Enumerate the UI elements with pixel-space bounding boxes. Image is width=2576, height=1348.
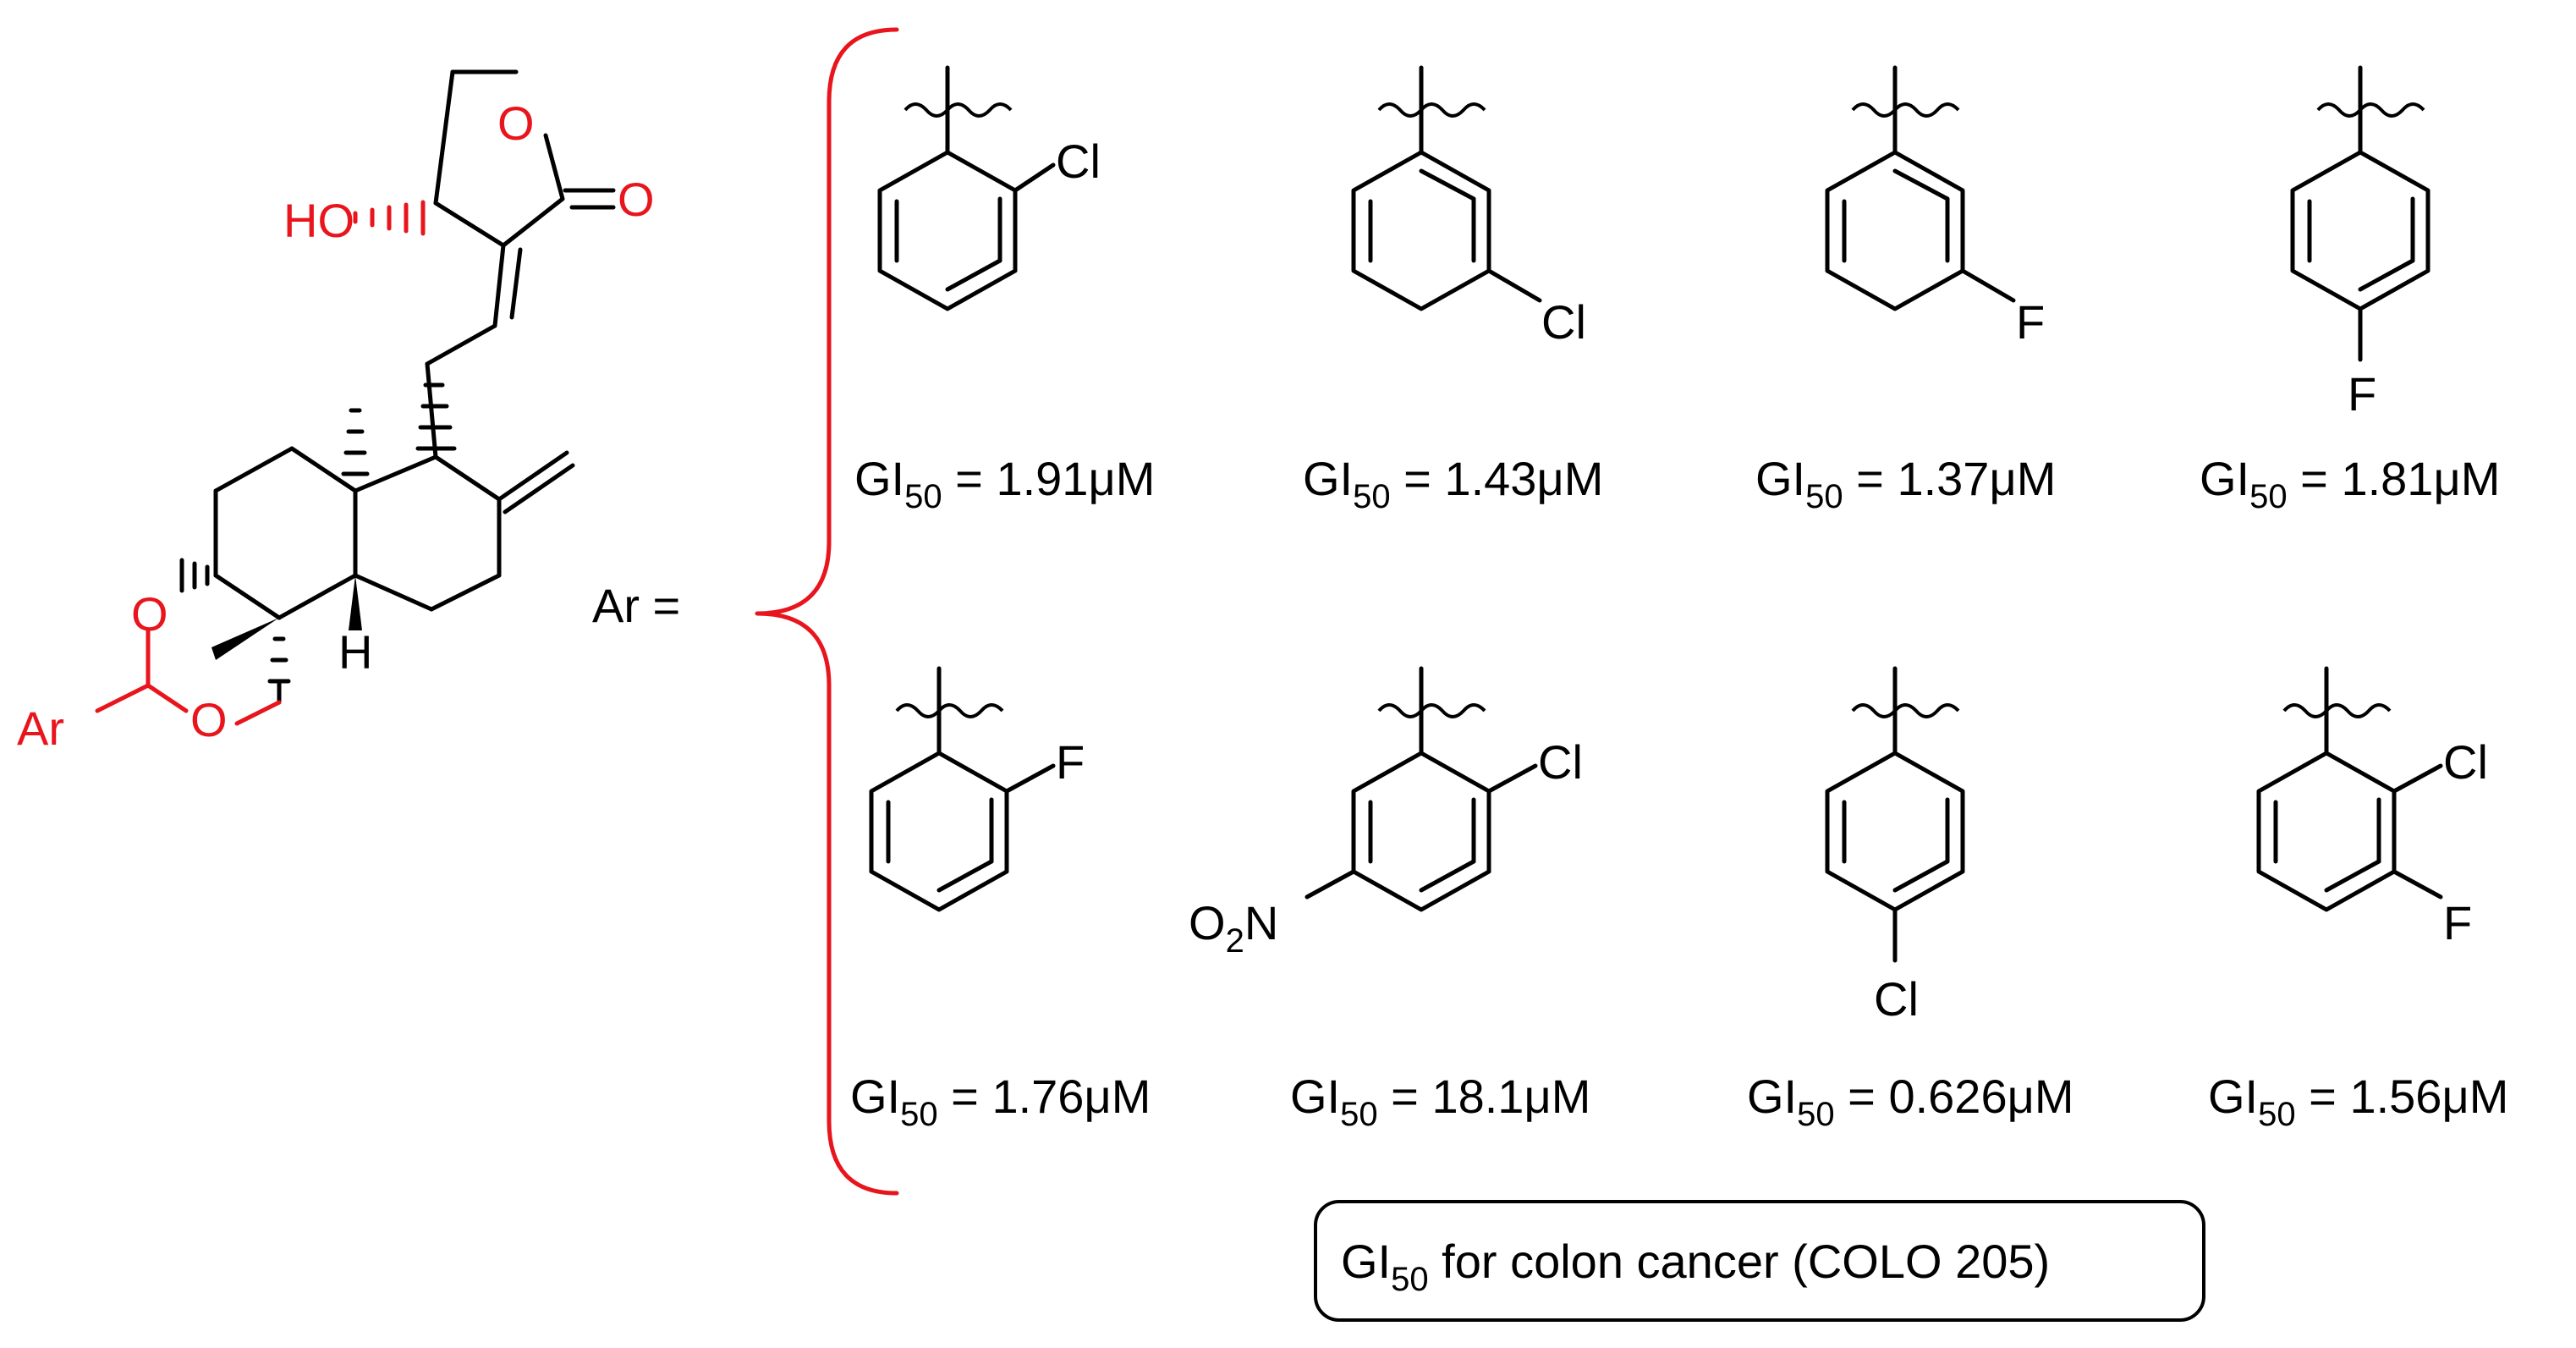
lactone-ring-oxygen: O [497,96,535,150]
c3-hash [179,558,210,593]
substituent-2-chloro: Cl [1541,295,1586,349]
gi50-value-8: GI50 = 1.56μM [2208,1070,2508,1133]
side-chain-hash-bond [415,382,457,451]
acetal-top-oxygen: O [131,587,168,641]
assay-note-box [1314,1200,2205,1322]
c4-methyl-wedge [211,618,279,660]
substituent-4-fluoro: F [2348,367,2376,421]
substituent-3-3-fluorophenyl: F [1825,65,2045,349]
substituent-8-fluoro: F [2443,896,2472,949]
hydroxyl-label: HO [283,194,354,247]
substituent-1-chloro: Cl [1056,135,1101,188]
ar-equals-label: Ar = [592,579,680,632]
substituent-6-nitro: O2N [1189,896,1278,960]
substituent-8-chloro: Cl [2443,735,2488,789]
gi50-value-1: GI50 = 1.91μM [854,452,1155,515]
hydroxyl-hash-bond [353,200,426,236]
gi50-value-3: GI50 = 1.37μM [1755,452,2056,515]
substituent-3-fluoro: F [2016,295,2045,349]
acetal-bottom-oxygen: O [190,693,228,746]
andrographolide-scaffold [95,69,616,726]
gi50-value-4: GI50 = 1.81μM [2200,452,2500,515]
c5-h-wedge [349,575,362,630]
substituent-6-chloro: Cl [1538,735,1583,789]
aryl-label: Ar [17,702,64,755]
substituent-8-2-chloro-3-fluorophenyl: Cl F [2256,666,2488,949]
selection-brace [755,27,899,1196]
gi50-value-5: GI50 = 1.76μM [850,1070,1151,1133]
substituent-4-4-fluorophenyl: F [2290,65,2430,421]
c4-hash [267,636,291,684]
substituent-5-2-fluorophenyl: F [869,666,1085,912]
gi50-value-2: GI50 = 1.43μM [1303,452,1603,515]
substituent-5-fluoro: F [1056,735,1085,789]
c5-hydrogen-label: H [338,625,372,679]
carbonyl-oxygen: O [618,173,655,226]
substituent-7-chloro: Cl [1874,972,1919,1026]
substituent-2-3-chlorophenyl: Cl [1351,65,1586,349]
gi50-value-6: GI50 = 18.1μM [1290,1070,1590,1133]
substituent-6-2-chloro-5-nitrophenyl: Cl O2N [1189,666,1583,960]
substituent-7-4-chlorophenyl: Cl [1825,666,1965,1026]
gi50-value-7: GI50 = 0.626μM [1747,1070,2074,1133]
c10-methyl-hash [341,408,370,476]
assay-note-text: GI50 for colon cancer (COLO 205) [1341,1235,2050,1298]
substituent-1-2-chlorophenyl: Cl [877,65,1101,311]
